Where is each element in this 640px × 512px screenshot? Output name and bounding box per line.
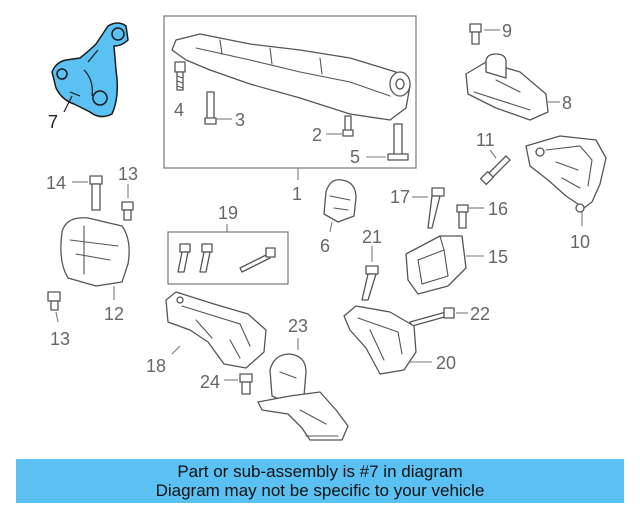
- callout-4: 4: [174, 100, 184, 120]
- crossmember-box: [163, 15, 417, 169]
- banner-line-1: Part or sub-assembly is #7 in diagram: [177, 462, 463, 481]
- callout-19: 19: [218, 203, 238, 223]
- part-20-bracket[interactable]: [343, 305, 417, 375]
- part-1-crossmember[interactable]: [171, 33, 411, 121]
- callout-21: 21: [362, 227, 382, 247]
- bolt-set-19-box: [167, 231, 289, 285]
- callout-5: 5: [350, 147, 360, 167]
- banner-line-2: Diagram may not be specific to your vehi…: [155, 481, 485, 500]
- part-17-bolt[interactable]: [427, 187, 445, 229]
- callout-2: 2: [312, 125, 322, 145]
- part-13-nut-lower[interactable]: [47, 291, 61, 311]
- part-12-mount[interactable]: [60, 217, 130, 287]
- leader-6: [329, 221, 333, 233]
- callout-15: 15: [488, 247, 508, 267]
- callout-17: 17: [390, 187, 410, 207]
- part-23-mount[interactable]: [257, 353, 349, 441]
- part-5-bolt[interactable]: [387, 123, 409, 161]
- part-22-bolt[interactable]: [409, 307, 455, 327]
- callout-6: 6: [320, 236, 330, 256]
- callout-16: 16: [488, 199, 508, 219]
- part-15-bracket[interactable]: [405, 235, 467, 295]
- callout-20: 20: [436, 353, 456, 373]
- callout-12: 12: [104, 304, 124, 324]
- info-banner: Part or sub-assembly is #7 in diagram Di…: [16, 459, 624, 503]
- part-24-bolt[interactable]: [239, 373, 253, 395]
- callout-24: 24: [200, 372, 220, 392]
- part-3-bolt[interactable]: [204, 91, 217, 125]
- part-9-bolt[interactable]: [469, 23, 482, 45]
- leader-13-lower: [55, 311, 59, 323]
- callout-3: 3: [235, 110, 245, 130]
- callout-18: 18: [146, 356, 166, 376]
- leader-11: [489, 149, 497, 159]
- leader-18: [171, 345, 181, 355]
- callout-22: 22: [470, 304, 490, 324]
- part-4-bolt[interactable]: [174, 61, 186, 91]
- callout-1: 1: [292, 184, 302, 204]
- part-11-bolt[interactable]: [479, 155, 511, 186]
- callout-23: 23: [288, 316, 308, 336]
- callout-7: 7: [48, 112, 58, 132]
- part-6-mount[interactable]: [323, 179, 357, 223]
- callout-13-upper: 13: [118, 164, 138, 184]
- part-18-bracket[interactable]: [165, 291, 267, 369]
- part-2-bolt[interactable]: [342, 115, 354, 137]
- part-8-mount[interactable]: [465, 53, 549, 121]
- part-19-bolt-set[interactable]: [177, 243, 276, 273]
- callout-9: 9: [502, 21, 512, 41]
- part-7-highlighted-bracket[interactable]: [51, 22, 129, 118]
- callout-13-lower: 13: [50, 329, 70, 349]
- callout-11: 11: [476, 130, 495, 150]
- part-21-bolt[interactable]: [361, 265, 379, 301]
- callout-8: 8: [562, 93, 572, 113]
- callout-14: 14: [46, 173, 66, 193]
- leader-7: [63, 95, 73, 113]
- part-16-bolt[interactable]: [456, 204, 469, 229]
- callout-10: 10: [570, 232, 590, 252]
- part-10-bracket[interactable]: [525, 135, 607, 213]
- part-13-nut-upper[interactable]: [121, 201, 134, 221]
- parts-diagram: 7 1 4 3 2 5 9: [46, 15, 607, 441]
- part-14-bolt[interactable]: [89, 175, 103, 211]
